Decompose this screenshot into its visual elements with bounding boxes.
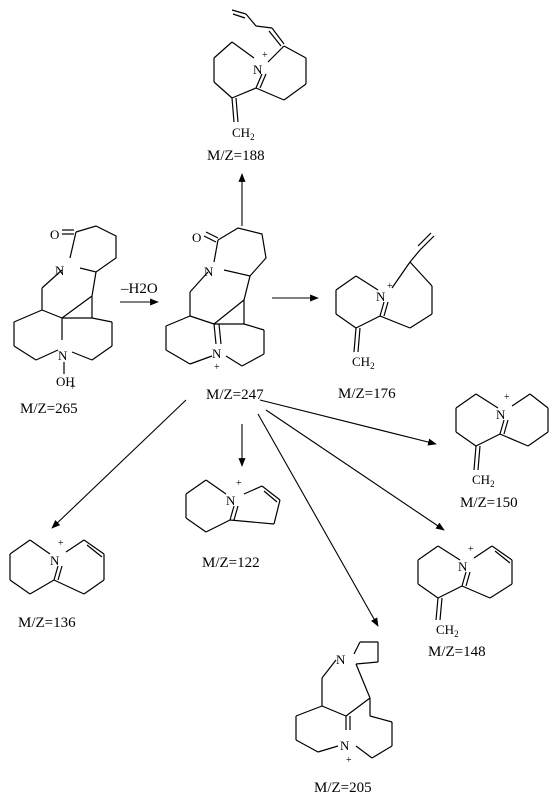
molecule-mz188: N + CH2 M/Z=188	[207, 9, 307, 164]
mz176-charge: +	[387, 281, 393, 292]
dehydration-label: –H2O	[120, 281, 158, 297]
mz247-charge: +	[214, 362, 220, 373]
molecule-mz205: N N + M/Z=205	[295, 641, 393, 796]
mz188-methylene: CH2	[232, 125, 255, 142]
mz188-label: M/Z=188	[207, 148, 265, 164]
fragmentation-arrows	[51, 173, 445, 627]
arrow-to-mz148	[265, 409, 445, 531]
arrow-to-mz205	[257, 413, 379, 627]
arrow-to-mz136	[51, 399, 187, 529]
mz265-label: M/Z=265	[20, 401, 78, 417]
mz176-methylene: CH2	[352, 354, 375, 371]
mz247-label: M/Z=247	[206, 387, 264, 403]
mz148-label: M/Z=148	[428, 644, 486, 660]
mz136-nitrogen: N	[50, 553, 60, 568]
mz136-charge: +	[58, 538, 64, 549]
molecule-mz122: N + M/Z=122	[185, 478, 281, 571]
mz176-bonds	[335, 232, 435, 353]
mz148-bonds	[417, 545, 513, 621]
mz148-methylene: CH2	[436, 622, 459, 639]
mz247-nitrogen-amide: N	[204, 264, 214, 279]
mz176-label: M/Z=176	[338, 386, 396, 402]
mz265-charge: +	[70, 382, 76, 393]
mz247-oxygen: O	[192, 230, 201, 245]
molecule-mz136: N + M/Z=136	[9, 538, 105, 631]
mz265-oxygen: O	[50, 227, 59, 242]
mz150-label: M/Z=150	[460, 495, 518, 511]
molecule-mz150: N + CH2 M/Z=150	[455, 392, 549, 511]
mz148-charge: +	[468, 544, 474, 555]
arrow-to-mz150	[259, 399, 437, 446]
mz247-nitrogen-iminium: N	[212, 346, 222, 361]
mz150-methylene: CH2	[472, 472, 495, 489]
mz136-label: M/Z=136	[18, 615, 76, 631]
mz148-nitrogen: N	[458, 559, 468, 574]
mz265-bonds	[13, 225, 117, 374]
molecule-mz265: O N N + OH M/Z=265	[13, 225, 117, 417]
mz136-bonds	[9, 539, 105, 595]
mz150-nitrogen: N	[496, 407, 506, 422]
mz247-bonds	[165, 227, 267, 367]
mz122-charge: +	[236, 478, 242, 489]
mz150-charge: +	[504, 392, 510, 403]
arrow-dehydration: –H2O	[120, 281, 159, 306]
mz265-nitrogen-oxide: N	[58, 348, 68, 363]
molecule-mz247: O N N + M/Z=247	[165, 227, 267, 403]
mz122-nitrogen: N	[226, 493, 236, 508]
mz265-nitrogen-amide: N	[55, 263, 65, 278]
mz205-label: M/Z=205	[314, 780, 372, 796]
mz188-bonds	[213, 9, 307, 123]
molecule-mz176: N + CH2 M/Z=176	[335, 232, 435, 402]
mz205-nitrogen-azetidine: N	[336, 652, 346, 667]
mz122-label: M/Z=122	[202, 555, 260, 571]
mz150-bonds	[455, 393, 549, 471]
mz205-nitrogen-iminium: N	[340, 738, 350, 753]
mz188-nitrogen: N	[253, 62, 263, 77]
mz122-bonds	[185, 479, 281, 533]
molecule-mz148: N + CH2 M/Z=148	[417, 544, 513, 660]
mz265-hydroxyl: OH	[56, 374, 75, 389]
mz205-charge: +	[346, 755, 352, 766]
mz188-charge: +	[262, 50, 268, 61]
mz176-nitrogen: N	[376, 289, 386, 304]
mz205-bonds	[295, 641, 393, 759]
